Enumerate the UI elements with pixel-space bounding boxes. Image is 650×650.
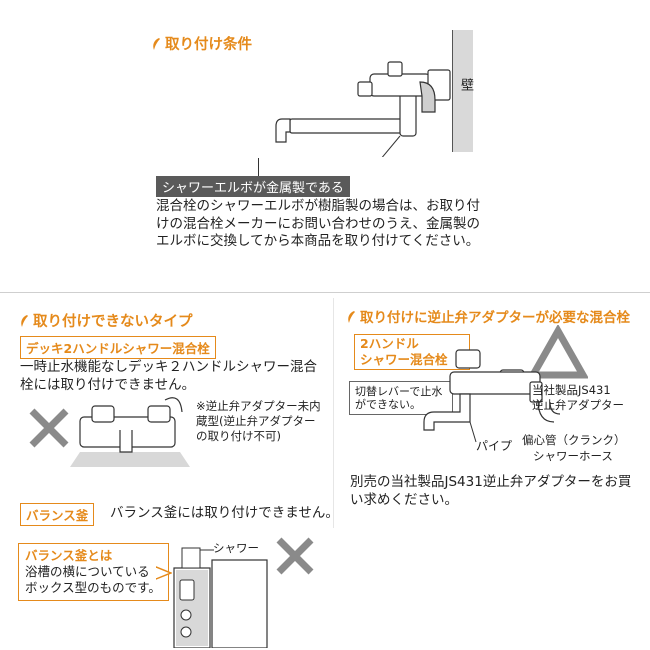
label-crank: 偏心管（クランク） — [522, 433, 626, 447]
wall-label: 壁 — [458, 78, 473, 91]
condition-tag: シャワーエルボが金属製である — [156, 176, 350, 197]
two-handle-tag: 2ハンドル シャワー混合栓 — [354, 334, 470, 370]
callout-tail — [156, 566, 172, 580]
balance-callout: バランス釜とは 浴槽の横についているボックス型のものです。 — [18, 543, 169, 601]
shower-label: シャワー — [213, 541, 259, 555]
note-box: 切替レバーで止水ができない。 — [349, 381, 453, 415]
right-title: 取り付けに逆止弁アダプターが必要な混合栓 — [347, 306, 630, 326]
deck-tag: デッキ2ハンドルシャワー混合栓 — [20, 336, 216, 359]
cross-icon — [276, 537, 314, 575]
leaf-icon — [20, 314, 29, 328]
deck-text: 一時止水機能なしデッキ２ハンドルシャワー混合栓には取り付けできません。 — [20, 359, 317, 393]
label-adapter-line1: 当社製品JS431 — [532, 383, 611, 397]
balance-boiler-illustration — [173, 547, 268, 648]
deck-note: ※逆止弁アダプター未内蔵型(逆止弁アダプターの取り付け不可) — [196, 399, 321, 443]
cross-icon — [29, 408, 69, 448]
tag-line2: シャワー混合栓 — [360, 352, 448, 367]
top-paragraph: 混合栓のシャワーエルボが樹脂製の場合は、お取り付けの混合栓メーカーにお問い合わせ… — [156, 198, 480, 249]
tag-line1: 2ハンドル — [360, 336, 419, 351]
leaf-icon — [152, 37, 161, 51]
balance-callout-title: バランス釜とは — [25, 548, 113, 563]
balance-text: バランス釜には取り付けできません。 — [110, 505, 339, 521]
label-adapter-line2: 逆止弁アダプター — [532, 398, 624, 412]
left-title: 取り付けできないタイプ — [20, 310, 193, 331]
label-pipe: パイプ — [476, 439, 513, 453]
section-divider — [0, 292, 650, 293]
two-handle-faucet-illustration — [423, 349, 560, 443]
wall — [452, 30, 473, 152]
leaf-icon — [347, 310, 356, 324]
balance-callout-text: 浴槽の横についているボックス型のものです。 — [25, 564, 161, 595]
label-adapter: 当社製品JS431 逆止弁アダプター — [532, 383, 624, 413]
balance-tag: バランス釜 — [20, 503, 95, 526]
triangle-icon — [528, 325, 588, 379]
faucet-elbow-illustration — [275, 61, 451, 157]
top-title: 取り付け条件 — [152, 33, 252, 54]
deck-faucet-illustration — [70, 397, 190, 467]
column-divider — [333, 298, 334, 528]
right-bottom-text: 別売の当社製品JS431逆止弁アダプターをお買い求めください。 — [350, 474, 632, 508]
label-hose: シャワーホース — [533, 449, 613, 463]
